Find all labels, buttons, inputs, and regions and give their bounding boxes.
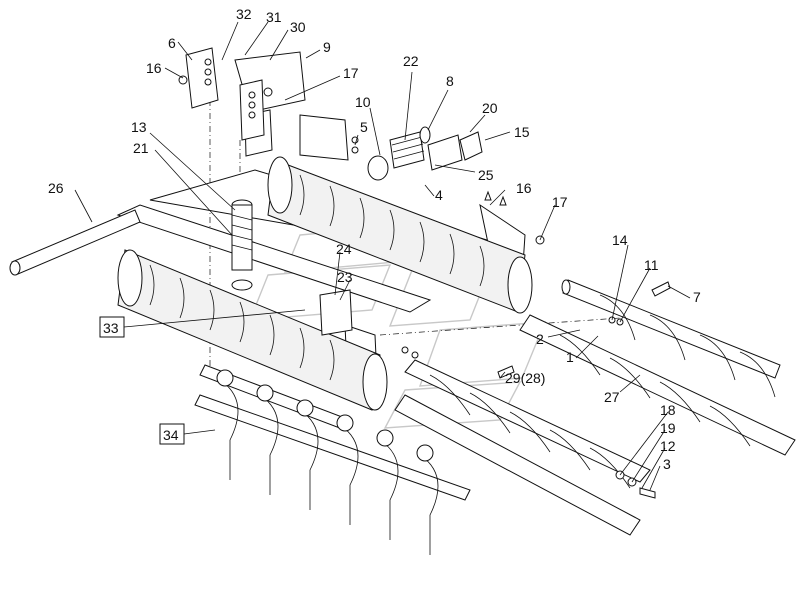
front-spiral-roller [117, 249, 388, 411]
callout-1: 1 [566, 349, 574, 365]
callout-14: 14 [612, 232, 628, 248]
callout-boxes [99, 316, 185, 445]
callout-29-28: 29(28) [505, 370, 545, 386]
callout-2: 2 [536, 331, 544, 347]
callout-16-top: 16 [146, 60, 162, 76]
callout-31: 31 [266, 9, 282, 25]
top-link-assembly [178, 47, 273, 141]
callout-32: 32 [236, 6, 252, 22]
callout-17-right: 17 [552, 194, 568, 210]
rear-spiral-roller [267, 156, 533, 314]
callout-18: 18 [660, 402, 676, 418]
callout-16-right: 16 [516, 180, 532, 196]
callout-7: 7 [693, 289, 701, 305]
middle-tine-bar [404, 359, 651, 489]
callout-22: 22 [403, 53, 419, 69]
callout-19: 19 [660, 420, 676, 436]
callout-17-top: 17 [343, 65, 359, 81]
callout-23: 23 [337, 269, 353, 285]
callout-3: 3 [663, 456, 671, 472]
callout-33: 33 [103, 320, 119, 336]
center-bracket [319, 289, 353, 336]
callout-9: 9 [323, 39, 331, 55]
upper-tine-rail [561, 279, 781, 398]
callout-8: 8 [446, 73, 454, 89]
leader-lines [74, 21, 691, 491]
callout-21: 21 [133, 140, 149, 156]
callout-15: 15 [514, 124, 530, 140]
callout-10: 10 [355, 94, 371, 110]
callout-13: 13 [131, 119, 147, 135]
callout-11: 11 [644, 257, 659, 273]
callout-6: 6 [168, 35, 176, 51]
callout-25: 25 [478, 167, 494, 183]
callout-34: 34 [163, 427, 179, 443]
spring-tine-harrow [194, 364, 471, 555]
callout-20: 20 [482, 100, 498, 116]
callout-27: 27 [604, 389, 620, 405]
callout-26: 26 [48, 180, 64, 196]
callout-labels: 32 31 30 6 9 16 17 22 8 10 20 13 5 15 21… [48, 6, 701, 472]
hardware-fasteners [351, 136, 671, 499]
callout-4: 4 [435, 187, 443, 203]
callout-5: 5 [360, 119, 368, 135]
spring-and-bushings [367, 126, 483, 181]
callout-24: 24 [336, 241, 352, 257]
spring-adjuster [231, 199, 253, 291]
callout-30: 30 [290, 19, 306, 35]
drawbar [9, 209, 141, 276]
lower-bar [394, 394, 641, 536]
front-tine-bar [519, 314, 796, 456]
callout-12: 12 [660, 438, 676, 454]
